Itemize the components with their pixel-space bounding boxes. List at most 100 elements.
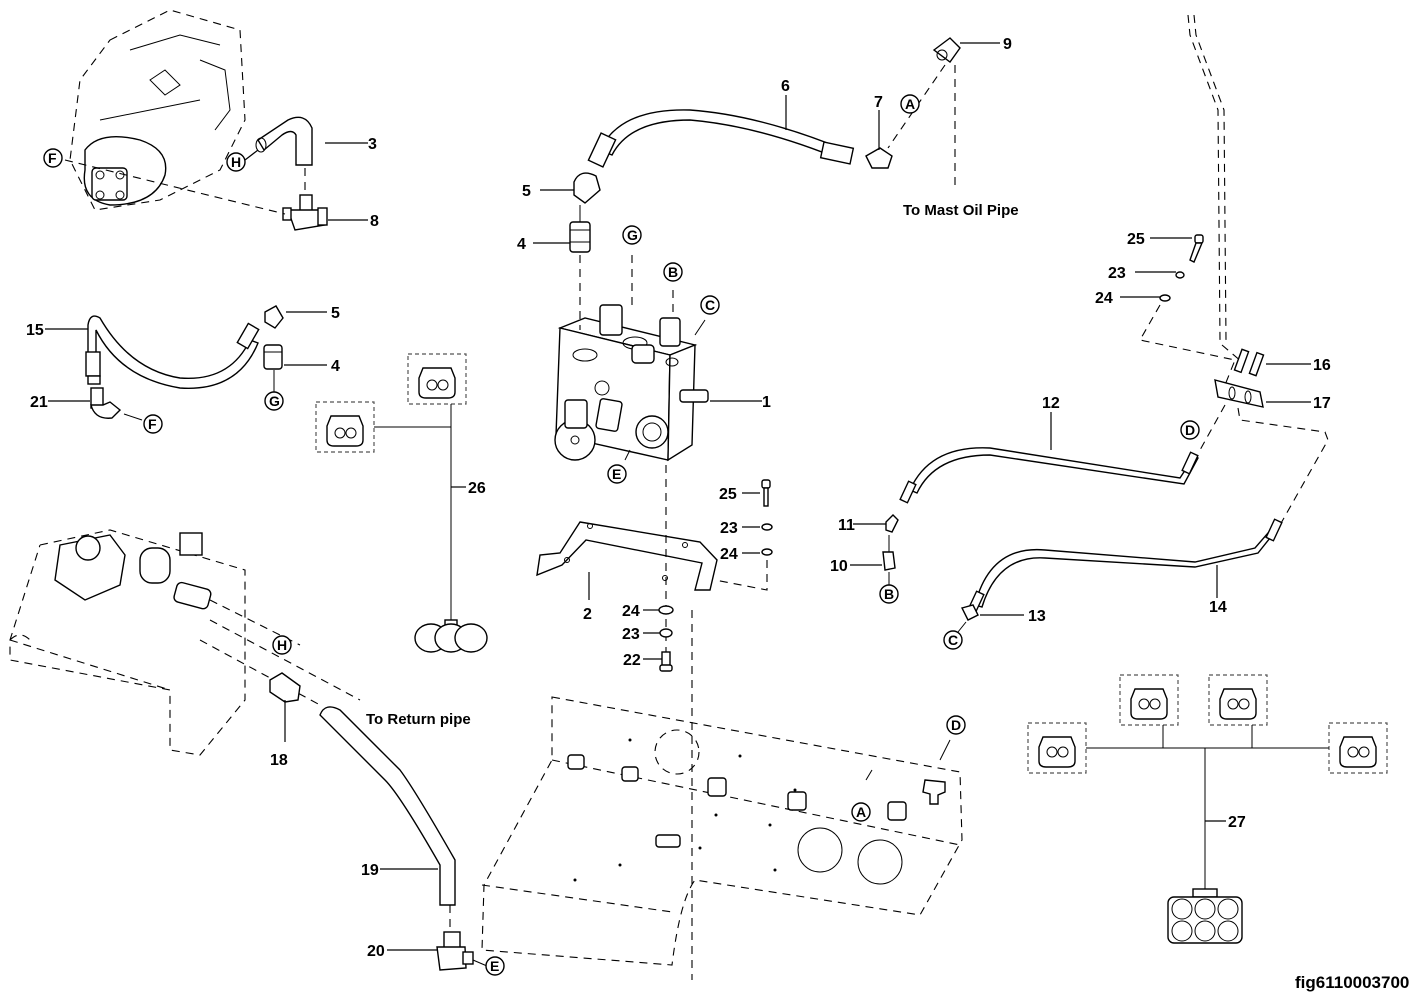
svg-text:H: H bbox=[231, 154, 241, 170]
callout-26: 26 bbox=[468, 480, 486, 497]
hose-part-3 bbox=[255, 116, 313, 166]
ref-marker-C-valve: C bbox=[700, 295, 720, 315]
plate-part-17 bbox=[1214, 379, 1264, 408]
svg-text:E: E bbox=[490, 958, 499, 974]
callout-13: 13 bbox=[1028, 608, 1046, 625]
ref-marker-A-top: A bbox=[900, 94, 920, 114]
callout-21: 21 bbox=[30, 394, 48, 411]
ref-marker-B-valve: B bbox=[663, 262, 683, 282]
hose-part-6 bbox=[587, 109, 855, 168]
ref-marker-F-motor: F bbox=[43, 148, 63, 168]
callout-15: 15 bbox=[26, 322, 44, 339]
callout-18: 18 bbox=[270, 752, 288, 769]
elbow-part-5-top bbox=[573, 172, 601, 204]
svg-text:E: E bbox=[612, 466, 621, 482]
ref-marker-A-plate: A bbox=[851, 802, 871, 822]
adapter-part-13 bbox=[960, 604, 979, 621]
callout-25-right: 25 bbox=[1127, 231, 1145, 248]
ref-marker-E-valve: E bbox=[607, 464, 627, 484]
hose-part-15 bbox=[85, 315, 260, 389]
callout-10: 10 bbox=[830, 558, 848, 575]
adapter-part-9 bbox=[932, 37, 961, 63]
callout-20: 20 bbox=[367, 943, 385, 960]
callout-5-top: 5 bbox=[522, 183, 531, 200]
svg-text:F: F bbox=[48, 150, 57, 166]
callout-9: 9 bbox=[1003, 36, 1012, 53]
callout-2: 2 bbox=[583, 606, 592, 623]
wiring-harness-part-27 bbox=[1027, 674, 1388, 944]
svg-text:A: A bbox=[905, 96, 915, 112]
washer-part-23-right bbox=[1175, 271, 1185, 279]
washer-part-23-lower bbox=[659, 628, 673, 638]
ref-marker-F-elbow: F bbox=[143, 414, 163, 434]
ref-marker-G-valve: G bbox=[622, 225, 642, 245]
ref-marker-C-pipe: C bbox=[943, 630, 963, 650]
ref-marker-E-tee: E bbox=[485, 956, 505, 976]
washer-part-24-lower bbox=[658, 605, 674, 615]
mast-oil-pipe-dashed bbox=[1187, 14, 1243, 363]
ref-marker-H-tank: H bbox=[272, 635, 292, 655]
svg-text:D: D bbox=[1185, 422, 1195, 438]
pipe-part-14 bbox=[967, 518, 1283, 614]
svg-text:G: G bbox=[269, 393, 280, 409]
wiring-harness-part-26 bbox=[315, 353, 488, 653]
svg-text:G: G bbox=[627, 227, 638, 243]
pump-motor-assembly bbox=[69, 9, 246, 211]
washer-part-24-right bbox=[1159, 294, 1171, 302]
elbow-part-11 bbox=[885, 514, 899, 533]
callout-3: 3 bbox=[368, 136, 377, 153]
callout-22: 22 bbox=[623, 652, 641, 669]
callout-24-right: 24 bbox=[1095, 290, 1113, 307]
fittings-part-16 bbox=[1233, 348, 1265, 377]
bolt-part-22 bbox=[659, 651, 673, 672]
adapter-part-10 bbox=[882, 551, 896, 571]
ref-marker-H-hose: H bbox=[226, 152, 246, 172]
washer-part-24-center bbox=[761, 548, 773, 556]
callout-17: 17 bbox=[1313, 395, 1331, 412]
adapter-part-4-left bbox=[263, 344, 283, 370]
callout-12: 12 bbox=[1042, 395, 1060, 412]
bolt-part-25-right bbox=[1189, 234, 1204, 263]
svg-text:A: A bbox=[856, 804, 866, 820]
callout-5-left: 5 bbox=[331, 305, 340, 322]
elbow-part-5-left bbox=[264, 305, 284, 329]
callout-25-center: 25 bbox=[719, 486, 737, 503]
svg-text:D: D bbox=[951, 717, 961, 733]
callout-4-left: 4 bbox=[331, 358, 340, 375]
tee-fitting-part-20 bbox=[436, 931, 474, 971]
floor-plate bbox=[481, 696, 963, 966]
adapter-part-18 bbox=[269, 672, 301, 703]
callout-23-center: 23 bbox=[720, 520, 738, 537]
note-to-return-pipe: To Return pipe bbox=[366, 711, 471, 728]
valve-block-part-1 bbox=[554, 304, 709, 462]
hydraulic-tank-assembly bbox=[9, 529, 246, 756]
adapter-part-4-top bbox=[569, 221, 591, 253]
svg-text:B: B bbox=[884, 586, 894, 602]
callout-7: 7 bbox=[874, 94, 883, 111]
callout-8: 8 bbox=[370, 213, 379, 230]
bolt-part-25-center bbox=[761, 479, 771, 507]
ref-marker-G-hose: G bbox=[264, 391, 284, 411]
hose-part-19 bbox=[319, 706, 456, 906]
svg-text:F: F bbox=[148, 416, 157, 432]
ref-marker-B-pipe: B bbox=[879, 584, 899, 604]
callout-4-top: 4 bbox=[517, 236, 526, 253]
elbow-part-21 bbox=[90, 387, 122, 419]
svg-text:C: C bbox=[705, 297, 715, 313]
elbow-fitting-part-8 bbox=[282, 194, 328, 231]
mounting-bracket-part-2 bbox=[536, 521, 718, 591]
callout-27: 27 bbox=[1228, 814, 1246, 831]
svg-text:C: C bbox=[948, 632, 958, 648]
callout-23-right: 23 bbox=[1108, 265, 1126, 282]
callout-1: 1 bbox=[762, 394, 771, 411]
callout-6: 6 bbox=[781, 78, 790, 95]
svg-text:H: H bbox=[277, 637, 287, 653]
figure-id: fig6110003700 bbox=[1295, 973, 1409, 992]
callout-16: 16 bbox=[1313, 357, 1331, 374]
svg-text:B: B bbox=[668, 264, 678, 280]
pipe-part-12 bbox=[899, 447, 1199, 504]
elbow-part-7 bbox=[865, 147, 893, 169]
note-to-mast-oil-pipe: To Mast Oil Pipe bbox=[903, 202, 1019, 219]
callout-23-lower: 23 bbox=[622, 626, 640, 643]
